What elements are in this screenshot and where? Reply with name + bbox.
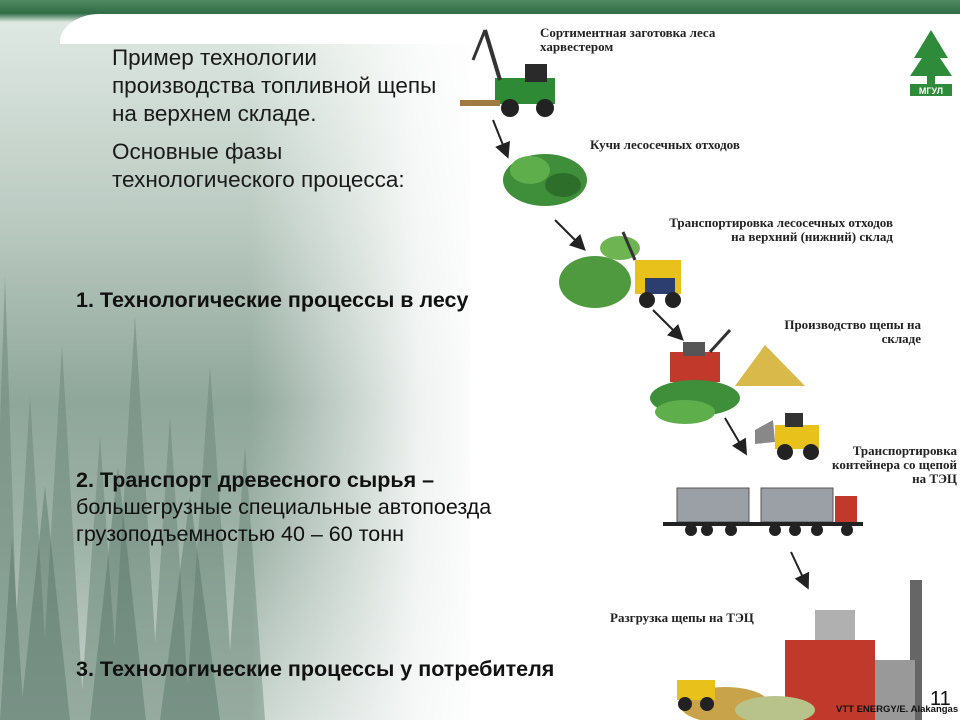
stage-3-title: 3. Технологические процессы у потребител… xyxy=(76,657,555,681)
caption-slash-piles: Кучи лесосечных отходов xyxy=(590,137,740,152)
forest-fade xyxy=(250,16,490,720)
front-loader-icon xyxy=(755,413,819,460)
caption-chipping: Производство щепы на складе xyxy=(745,318,921,346)
caption-unloading: Разгрузка щепы на ТЭЦ xyxy=(610,610,754,625)
intro-text: Пример технологии производства топливной… xyxy=(112,44,452,204)
stage-2-text: большегрузные специальные автопоезда гру… xyxy=(76,495,492,546)
stage-2: 2. Транспорт древесного сырья – большегр… xyxy=(76,467,616,548)
arrow-2 xyxy=(554,219,586,251)
caption-container-line-3: на ТЭЦ xyxy=(912,471,957,486)
container-truck-icon xyxy=(663,487,863,536)
stage-3: 3. Технологические процессы у потребител… xyxy=(76,656,696,683)
caption-transport-line-2: на верхний (нижний) склад xyxy=(731,229,893,244)
caption-transport: Транспортировка лесосечных отходов на ве… xyxy=(635,216,893,244)
slash-pile-icon xyxy=(503,154,587,206)
harvester-icon xyxy=(460,29,555,117)
tree-logo-icon: МГУЛ xyxy=(910,30,952,96)
intro-line-2: Основные фазы технологического процесса: xyxy=(112,139,405,192)
caption-chipping-line-2: складе xyxy=(881,331,921,346)
arrow-3 xyxy=(652,309,684,341)
stage-1: 1. Технологические процессы в лесу xyxy=(76,287,516,314)
image-credit: VTT ENERGY/E. Alakangas xyxy=(836,704,959,715)
caption-container-line-2: контейнера со щепой xyxy=(832,457,957,472)
process-illustrations xyxy=(460,29,922,720)
caption-container-transport: Транспортировка контейнера со щепой на Т… xyxy=(825,444,957,486)
chipper-icon xyxy=(650,328,805,424)
caption-chipping-line-1: Производство щепы на xyxy=(784,317,921,332)
intro-line-1: Пример технологии производства топливной… xyxy=(112,45,437,126)
logo-text: МГУЛ xyxy=(919,86,943,96)
caption-harvesting: Сортиментная заготовка леса харвестером xyxy=(540,25,716,54)
caption-transport-line-1: Транспортировка лесосечных отходов xyxy=(669,215,893,230)
page-number: 11 xyxy=(930,688,951,710)
stage-2-title: 2. Транспорт древесного сырья – xyxy=(76,468,435,492)
forest-silhouette xyxy=(0,276,265,720)
stage-1-title: 1. Технологические процессы в лесу xyxy=(76,288,469,312)
process-diagram: Сортиментная заготовка леса харвестером … xyxy=(455,20,960,720)
arrow-5 xyxy=(790,551,810,590)
top-curve xyxy=(60,14,960,44)
forwarder-icon xyxy=(559,231,681,308)
arrow-4 xyxy=(724,417,748,456)
caption-container-line-1: Транспортировка xyxy=(852,443,957,458)
university-logo: МГУЛ xyxy=(906,28,956,98)
power-plant-icon xyxy=(677,580,922,720)
arrow-1 xyxy=(492,119,510,159)
